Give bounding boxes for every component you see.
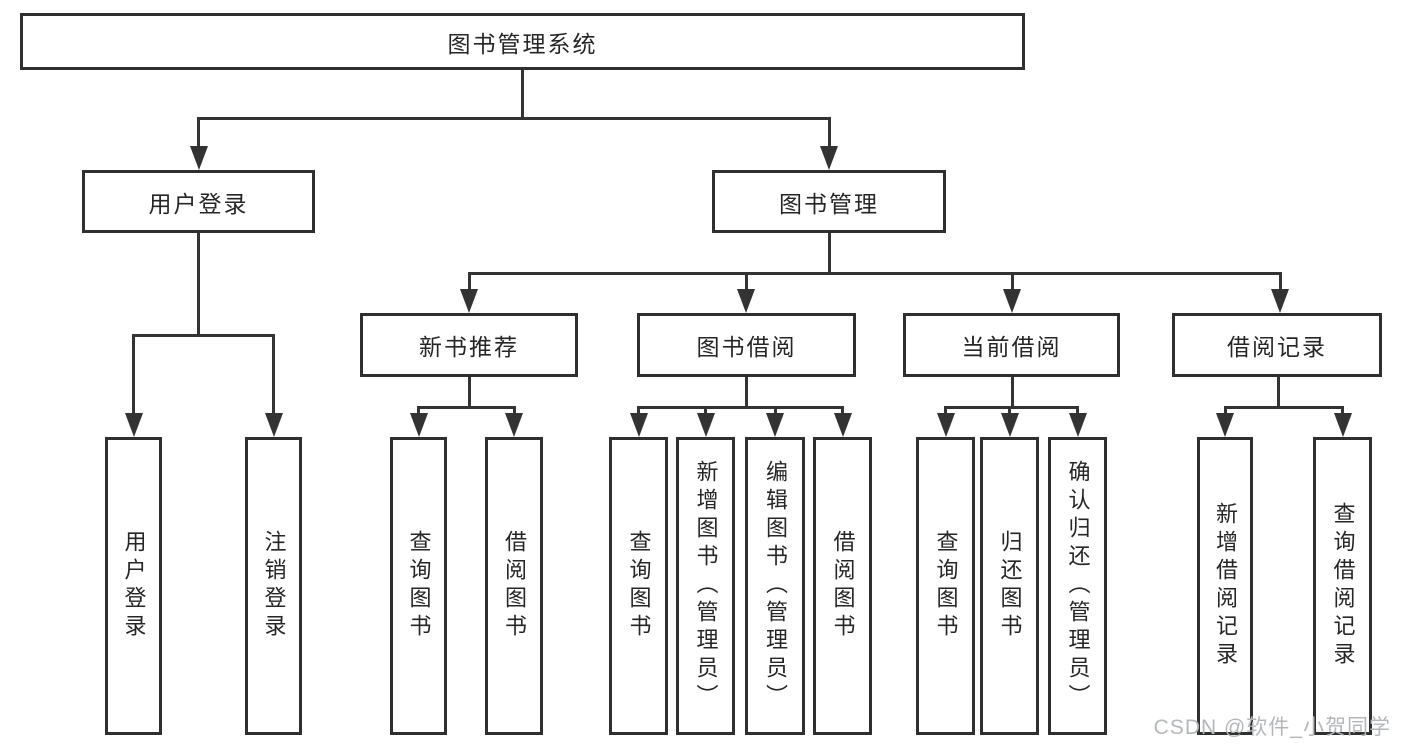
leaf-query-books-recommend: 查询图书 (390, 437, 447, 735)
leaf-query-books-borrowing: 查询图书 (609, 437, 668, 735)
connector-stem-line (197, 233, 200, 336)
connector-drop-line (1223, 407, 1227, 417)
node-label: 注销登录 (261, 530, 287, 642)
node-label: 图书借阅 (696, 334, 797, 360)
connector-drop-line (773, 407, 777, 417)
arrowhead-down-icon (629, 413, 648, 437)
connector-rail-line (637, 405, 844, 409)
node-label: 用户登录 (148, 190, 249, 217)
leaf-logout: 注销登录 (245, 437, 302, 735)
connector-drop-line (827, 118, 831, 150)
arrowhead-down-icon (1271, 289, 1289, 313)
leaf-borrow-books: 借阅图书 (813, 437, 872, 735)
connector-drop-line (1278, 273, 1282, 293)
leaf-borrow-books-recommend: 借阅图书 (485, 437, 543, 735)
node-label: 借阅记录 (1227, 334, 1327, 360)
connector-rail-line (417, 405, 516, 409)
arrowhead-down-icon (737, 289, 755, 313)
connector-rail-line (197, 116, 831, 120)
connector-drop-line (1010, 273, 1014, 293)
connector-drop-line (841, 407, 844, 417)
connector-rail-line (467, 271, 1282, 275)
connector-drop-line (197, 118, 200, 150)
arrowhead-down-icon (189, 146, 208, 170)
leaf-add-borrow-record: 新增借阅记录 (1197, 437, 1253, 735)
connector-stem-line (1010, 377, 1014, 408)
connector-drop-line (417, 407, 420, 417)
node-new-book-recommend: 新书推荐 (360, 313, 578, 377)
connector-rail-line (132, 333, 275, 337)
node-label: 编辑图书（管理员） (763, 460, 788, 712)
node-current-borrowing: 当前借阅 (903, 313, 1120, 377)
arrowhead-down-icon (505, 413, 523, 437)
connector-rail-line (944, 405, 1079, 409)
connector-stem-line (744, 377, 748, 408)
node-label: 借阅图书 (502, 530, 527, 642)
connector-stem-line (467, 377, 471, 408)
connector-stem-line (520, 70, 524, 118)
node-label: 查询借阅记录 (1330, 502, 1356, 670)
connector-drop-line (467, 273, 471, 293)
node-user-login: 用户登录 (82, 170, 315, 233)
connector-drop-line (272, 335, 275, 417)
connector-drop-line (512, 407, 516, 417)
node-label: 新增借阅记录 (1213, 502, 1238, 670)
connector-drop-line (1341, 407, 1344, 417)
arrowhead-down-icon (1216, 413, 1234, 437)
arrowhead-down-icon (124, 413, 143, 437)
node-book-borrowing: 图书借阅 (637, 313, 856, 377)
node-label: 新书推荐 (419, 334, 519, 360)
arrowhead-down-icon (696, 413, 715, 437)
arrowhead-down-icon (264, 413, 283, 437)
connector-stem-line (1277, 377, 1280, 409)
connector-drop-line (1076, 407, 1079, 417)
arrowhead-down-icon (936, 413, 955, 437)
arrowhead-down-icon (1333, 413, 1352, 437)
connector-drop-line (1008, 407, 1011, 417)
arrowhead-down-icon (820, 146, 838, 170)
leaf-edit-books-admin: 编辑图书（管理员） (745, 437, 805, 735)
connector-drop-line (637, 407, 640, 417)
node-label: 图书管理 (779, 190, 879, 217)
node-label: 查询图书 (626, 530, 652, 642)
node-label: 查询图书 (406, 530, 432, 642)
csdn-watermark: CSDN @软件_小贺同学 (1153, 716, 1391, 739)
connector-drop-line (704, 407, 707, 417)
arrowhead-down-icon (1068, 413, 1087, 437)
arrowhead-down-icon (766, 413, 784, 437)
node-label: 确认归还（管理员） (1065, 460, 1091, 712)
connector-stem-line (827, 233, 831, 274)
arrowhead-down-icon (833, 413, 852, 437)
leaf-query-books-current: 查询图书 (916, 437, 975, 735)
leaf-return-books: 归还图书 (980, 437, 1039, 735)
connector-drop-line (944, 407, 947, 417)
node-label: 图书管理系统 (447, 30, 598, 57)
arrowhead-down-icon (1000, 413, 1019, 437)
node-borrowing-records: 借阅记录 (1172, 313, 1382, 377)
leaf-query-borrow-record: 查询借阅记录 (1313, 437, 1372, 735)
arrowhead-down-icon (1003, 289, 1021, 313)
node-book-management: 图书管理 (712, 170, 946, 233)
leaf-user-login: 用户登录 (105, 437, 162, 735)
node-label: 当前借阅 (961, 334, 1062, 360)
arrowhead-down-icon (409, 413, 428, 437)
leaf-add-books-admin: 新增图书（管理员） (676, 437, 735, 735)
node-label: 借阅图书 (830, 530, 856, 642)
arrowhead-down-icon (460, 289, 478, 313)
connector-drop-line (132, 335, 135, 417)
node-book-management-system: 图书管理系统 (20, 13, 1025, 70)
connector-rail-line (1223, 405, 1344, 409)
connector-drop-line (744, 273, 748, 293)
node-label: 新增图书（管理员） (693, 460, 719, 712)
leaf-confirm-return-admin: 确认归还（管理员） (1048, 437, 1107, 735)
node-label: 归还图书 (997, 530, 1023, 642)
node-label: 查询图书 (933, 530, 959, 642)
node-label: 用户登录 (121, 530, 147, 642)
